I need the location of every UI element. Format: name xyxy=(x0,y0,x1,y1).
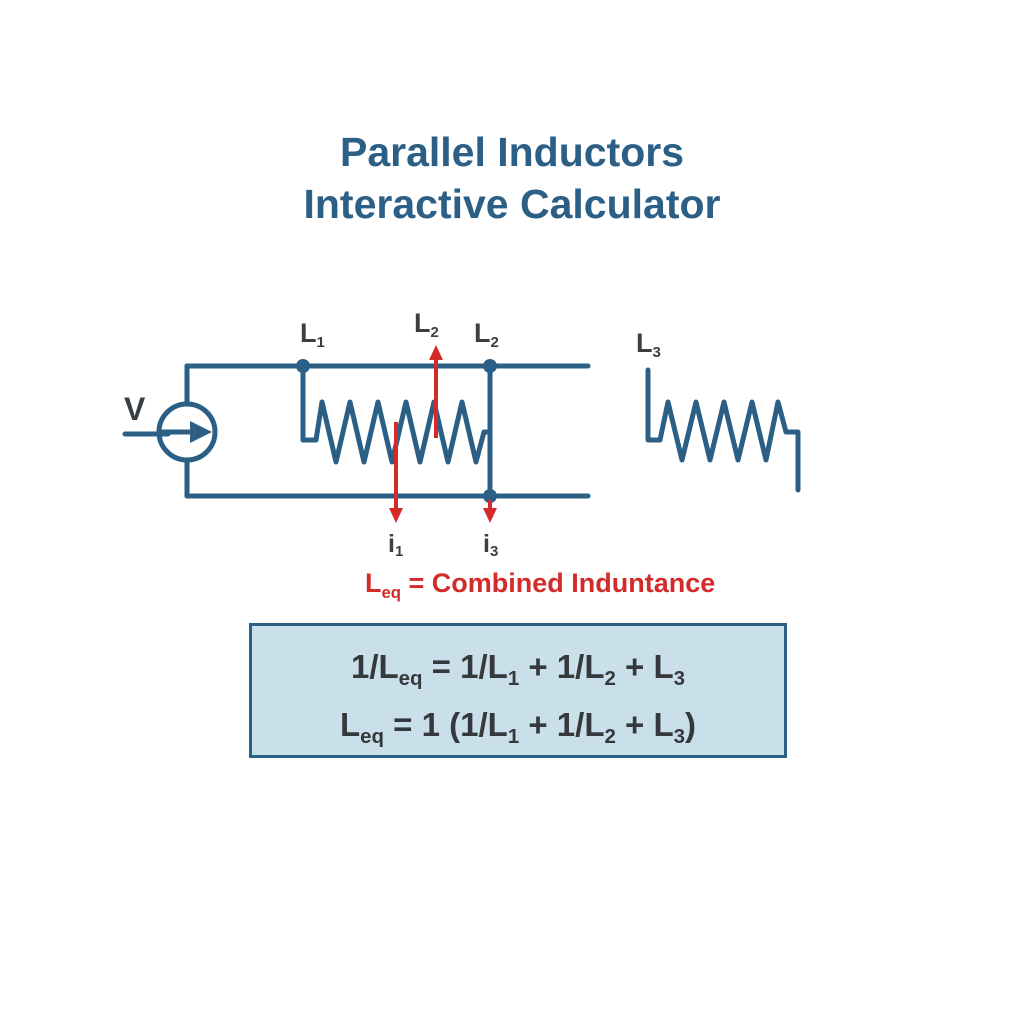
formula-term: = 1 (1/L xyxy=(384,706,508,743)
inductor-coil-main xyxy=(300,399,493,465)
formula-term: + L xyxy=(615,706,674,743)
formula-line-1: 1/Leq = 1/L1 + 1/L2 + L3 xyxy=(252,648,784,691)
label-l2-arrow: L2 xyxy=(414,308,439,341)
formula-term: + L xyxy=(615,648,674,685)
formula-line-2: Leq = 1 (1/L1 + 1/L2 + L3) xyxy=(252,706,784,749)
formula-subscript: 2 xyxy=(604,725,616,749)
formula-term: + 1/L xyxy=(519,648,605,685)
label-i3: i3 xyxy=(483,530,498,560)
formula-term: = 1/L xyxy=(422,648,508,685)
current-arrow-i1 xyxy=(389,422,403,523)
formula-subscript: 2 xyxy=(604,667,616,691)
label-l3: L3 xyxy=(636,328,661,361)
label-i1: i1 xyxy=(388,530,403,560)
formula-term: ) xyxy=(685,706,697,743)
current-arrow-i3 xyxy=(483,500,497,523)
formula-subscript: eq xyxy=(360,725,384,749)
formula-subscript: 1 xyxy=(507,667,520,691)
formula-term: + 1/L xyxy=(519,706,605,743)
formula-subscript: 3 xyxy=(673,667,686,691)
junction-node-bottom-right xyxy=(483,489,497,503)
label-l1: L1 xyxy=(300,318,325,351)
title-line-2: Interactive Calculator xyxy=(303,181,721,227)
leq-definition: Leq = Combined Induntance xyxy=(365,568,716,602)
page-title: Parallel Inductors Interactive Calculato… xyxy=(0,126,1024,230)
formula-subscript: 3 xyxy=(673,725,686,749)
formula-term: 1/L xyxy=(350,648,399,685)
formula-subscript: eq xyxy=(398,667,423,691)
source-arrow-head-icon xyxy=(190,421,212,443)
title-line-1: Parallel Inductors xyxy=(339,129,685,175)
junction-node-top-left xyxy=(296,359,310,373)
circuit-wires xyxy=(184,363,591,499)
formula-subscript: 1 xyxy=(507,725,520,749)
formula-box: 1/Leq = 1/L1 + 1/L2 + L3 Leq = 1 (1/L1 +… xyxy=(249,623,787,758)
formula-term: L xyxy=(339,706,361,743)
current-arrow-up xyxy=(429,345,443,438)
inductor-coil-l3 xyxy=(645,367,801,493)
source-label: V xyxy=(124,391,146,427)
junction-node-top-right xyxy=(483,359,497,373)
voltage-source: V xyxy=(122,391,218,463)
label-l2-node: L2 xyxy=(474,318,499,351)
